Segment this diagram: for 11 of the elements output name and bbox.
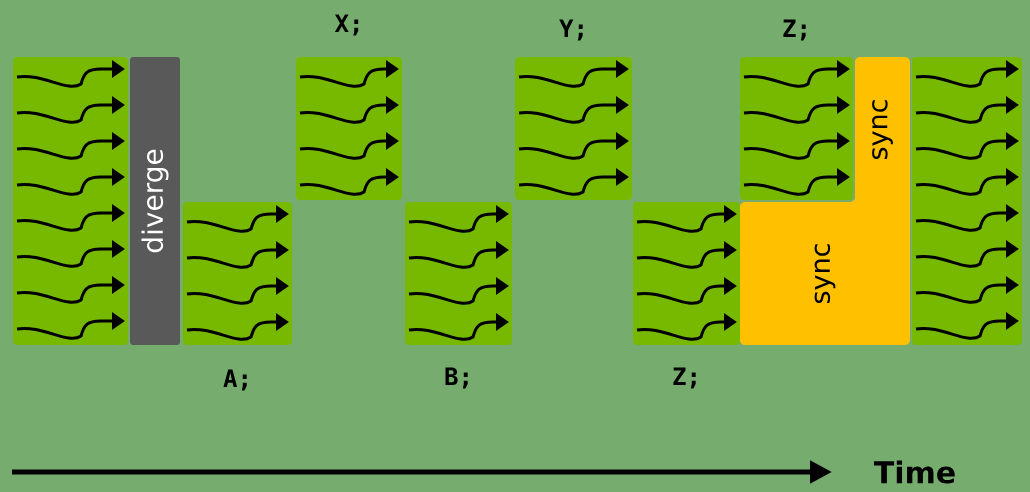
thread-block — [912, 57, 1022, 345]
code-label: Y; — [559, 19, 583, 41]
code-label: X; — [334, 14, 359, 36]
code-label: Z; — [673, 367, 696, 389]
code-label: B; — [445, 367, 468, 389]
divergence-bar: diverge — [130, 57, 180, 345]
axis-label: Time — [873, 460, 955, 484]
sync-block: sync sync — [740, 57, 910, 345]
thread-block — [13, 57, 128, 345]
code-label: Z; — [783, 19, 806, 41]
code-label: A; — [223, 369, 247, 391]
